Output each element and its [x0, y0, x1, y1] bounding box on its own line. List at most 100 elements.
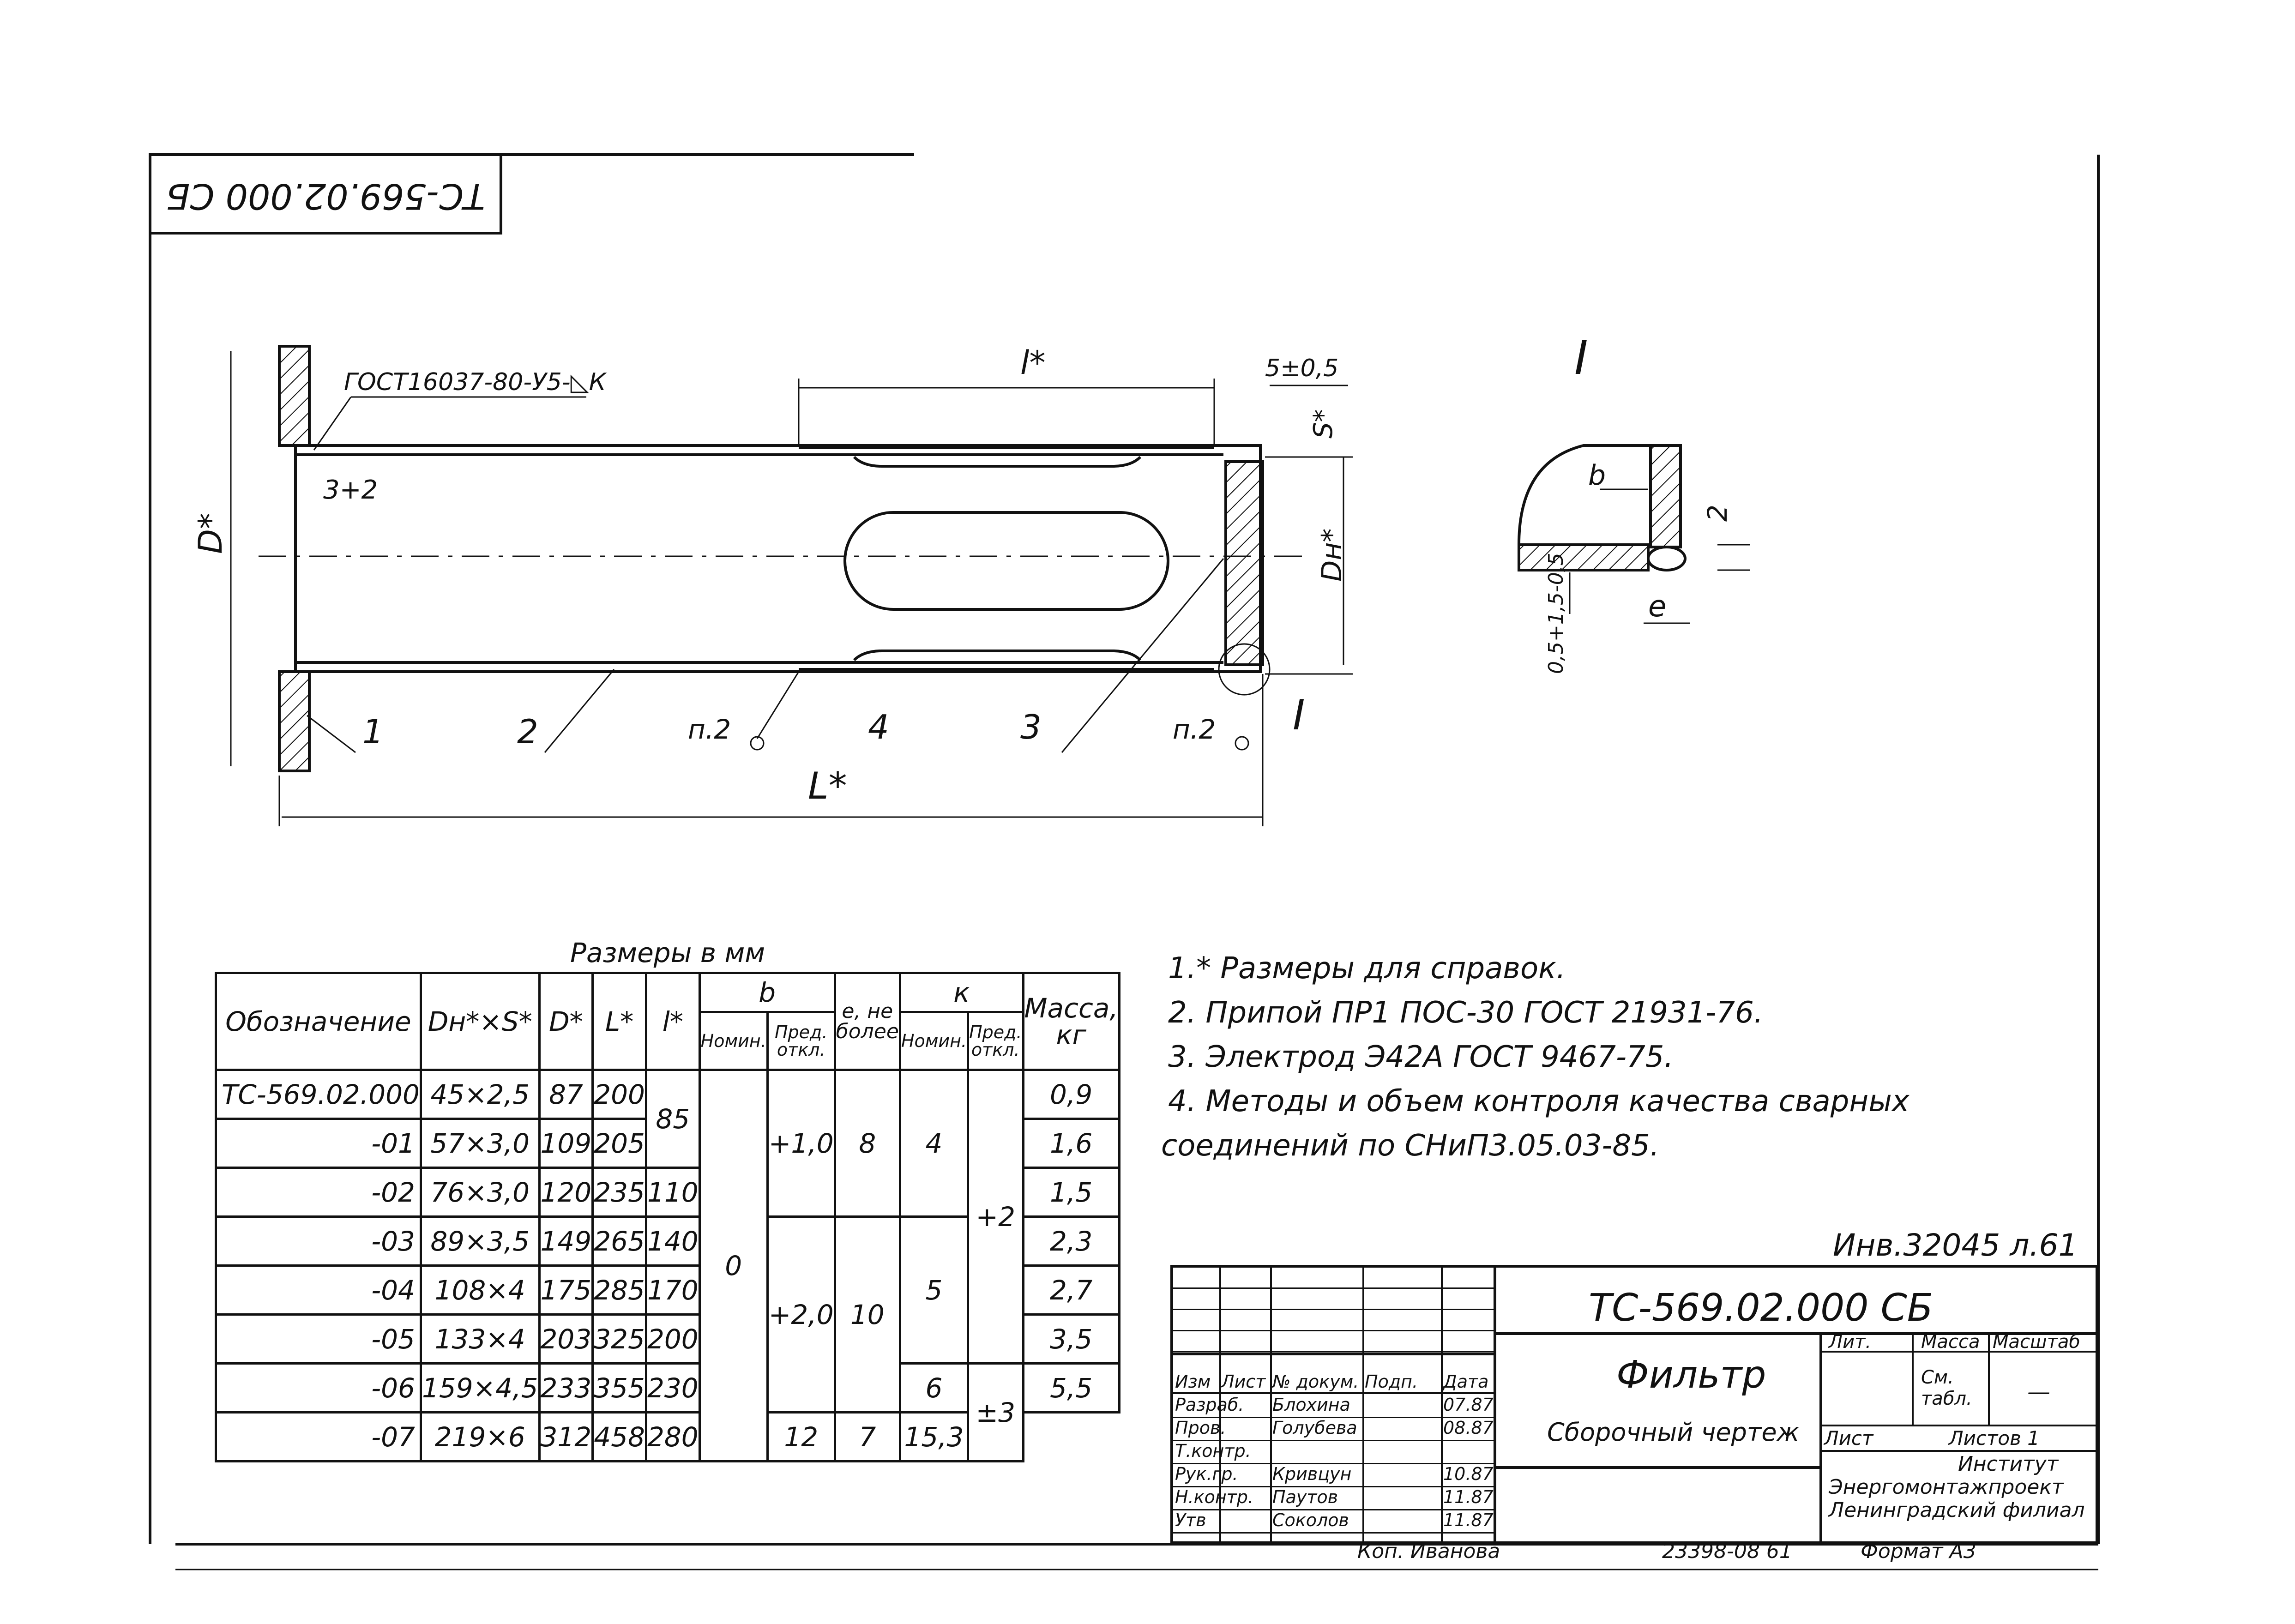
stamp-col-sign: Подп.: [1365, 1371, 1418, 1392]
table-cell: 8: [833, 1069, 901, 1218]
detail-e: e: [1648, 589, 1666, 624]
th-dn-s: Dн*×S*: [419, 972, 541, 1071]
table-row: -02: [215, 1167, 422, 1218]
table-cell: 85: [645, 1069, 701, 1169]
stamp-role-date: 11.87: [1443, 1510, 1494, 1530]
table-cell: 233: [538, 1362, 594, 1413]
table-row: -06: [215, 1362, 422, 1413]
table-cell: 285: [591, 1264, 647, 1316]
dim-five: 5±0,5: [1265, 355, 1338, 382]
stamp-designation: ТС-569.02.000 СБ: [1589, 1286, 1934, 1330]
callout-p2-left: п.2: [688, 714, 731, 745]
stamp-role-name: Блохина: [1272, 1395, 1350, 1415]
table-cell: 280: [645, 1411, 701, 1462]
th-k-dev: Пред. откл.: [967, 1011, 1024, 1071]
th-l: l*: [645, 972, 701, 1071]
th-designation: Обозначение: [215, 972, 422, 1071]
table-cell: 200: [645, 1313, 701, 1365]
table-cell: 312: [538, 1411, 594, 1462]
stamp-row-line: [1173, 1440, 1494, 1441]
table-cell: 15,3: [898, 1411, 970, 1462]
table-cell: 109: [538, 1118, 594, 1169]
stamp-org-1: Институт: [1958, 1452, 2059, 1476]
table-cell: 203: [538, 1313, 594, 1365]
table-row: -05: [215, 1313, 422, 1365]
note-3: 3. Электрод Э42А ГОСТ 9467-75.: [1168, 1040, 1674, 1074]
stamp-lit: Лит.: [1829, 1331, 1872, 1353]
table-cell: 5: [898, 1215, 970, 1365]
th-D: D*: [538, 972, 594, 1071]
table-cell: 133×4: [419, 1313, 541, 1365]
dim-l: l*: [1020, 344, 1045, 382]
th-b-dev: Пред. откл.: [766, 1011, 836, 1071]
table-cell: 108×4: [419, 1264, 541, 1316]
stamp-subtitle: Сборочный чертеж: [1547, 1418, 1800, 1447]
detail-title: I: [1574, 331, 1588, 385]
callout-2: 2: [517, 712, 538, 751]
stamp-role: Т.контр.: [1175, 1441, 1251, 1461]
table-cell: 2,7: [1022, 1264, 1120, 1316]
stamp-row-line: [1173, 1532, 1494, 1534]
table-cell: 120: [538, 1167, 594, 1218]
table-cell: +1,0: [766, 1069, 836, 1218]
stamp-role: Н.контр.: [1175, 1487, 1254, 1507]
stamp-role-name: Паутов: [1272, 1487, 1338, 1507]
dim-gap: 3+2: [323, 475, 378, 505]
spec-table: Обозначение Dн*×S* D* L* l* b e, не боле…: [215, 972, 1120, 1462]
table-cell: +2: [967, 1069, 1024, 1365]
table-cell: 230: [645, 1362, 701, 1413]
weld-symbol: ГОСТ16037-80-У5-◺К: [344, 368, 607, 396]
note-4-cont: соединений по СНиП3.05.03-85.: [1161, 1129, 1660, 1163]
dim-dn: Dн*: [1316, 529, 1348, 582]
th-e: e, не более: [833, 972, 901, 1071]
table-row: -04: [215, 1264, 422, 1316]
note-4: 4. Методы и объем контроля качества свар…: [1168, 1084, 1909, 1119]
stamp-name: Фильтр: [1616, 1353, 1766, 1397]
th-k-nom: Номин.: [898, 1011, 970, 1071]
callout-3: 3: [1020, 708, 1042, 746]
table-cell: 76×3,0: [419, 1167, 541, 1218]
stamp-row-line: [1173, 1509, 1494, 1510]
corner-designation: ТС-569.02.000 СБ: [166, 176, 485, 217]
stamp-org-3: Ленинградский филиал: [1829, 1498, 2085, 1522]
stamp-row-line: [1173, 1486, 1494, 1487]
table-cell: 149: [538, 1215, 594, 1267]
table-cell: 458: [591, 1411, 647, 1462]
dim-s: S*: [1308, 409, 1338, 439]
table-cell: ±3: [967, 1362, 1024, 1462]
table-cell: 1,6: [1022, 1118, 1120, 1169]
stamp-mass-value: См. табл.: [1921, 1367, 1972, 1409]
callout-p2-right: п.2: [1173, 714, 1216, 745]
stamp-role: Разраб.: [1175, 1395, 1244, 1415]
stamp-scale-value: —: [2027, 1378, 2050, 1405]
stamp-sheets: Листов 1: [1949, 1427, 2040, 1450]
table-cell: 89×3,5: [419, 1215, 541, 1267]
detail-b: b: [1588, 459, 1606, 492]
table-cell: 219×6: [419, 1411, 541, 1462]
notes: 1.* Размеры для справок. 2. Припой ПР1 П…: [1168, 946, 1909, 1124]
stamp-col-list: Лист: [1221, 1371, 1266, 1392]
table-cell: 12: [766, 1411, 836, 1462]
th-L: L*: [591, 972, 647, 1071]
dim-D: D*: [192, 513, 229, 554]
callout-I: I: [1293, 691, 1305, 740]
th-b-nom: Номин.: [698, 1011, 769, 1071]
table-cell: 0: [698, 1069, 769, 1462]
callout-1: 1: [362, 712, 384, 751]
table-cell: 10: [833, 1215, 901, 1413]
note-2: 2. Припой ПР1 ПОС-30 ГОСТ 21931-76.: [1168, 996, 1764, 1030]
title-block: Изм Лист № докум. Подп. Дата Разраб.Блох…: [1170, 1265, 2098, 1544]
table-row: ТС-569.02.000: [215, 1069, 422, 1120]
table-cell: 6: [898, 1362, 970, 1413]
table-cell: 140: [645, 1215, 701, 1267]
table-cell: 2,3: [1022, 1215, 1120, 1267]
stamp-role-name: Кривцун: [1272, 1464, 1352, 1484]
stamp-sheet: Лист: [1824, 1427, 1873, 1450]
stamp-row-line: [1173, 1463, 1494, 1464]
table-cell: 87: [538, 1069, 594, 1120]
callout-4: 4: [868, 708, 889, 746]
stamp-role: Рук.гр.: [1175, 1464, 1238, 1484]
stamp-col-doc: № докум.: [1272, 1371, 1359, 1392]
table-caption: Размеры в мм: [570, 937, 765, 968]
table-cell: +2,0: [766, 1215, 836, 1413]
